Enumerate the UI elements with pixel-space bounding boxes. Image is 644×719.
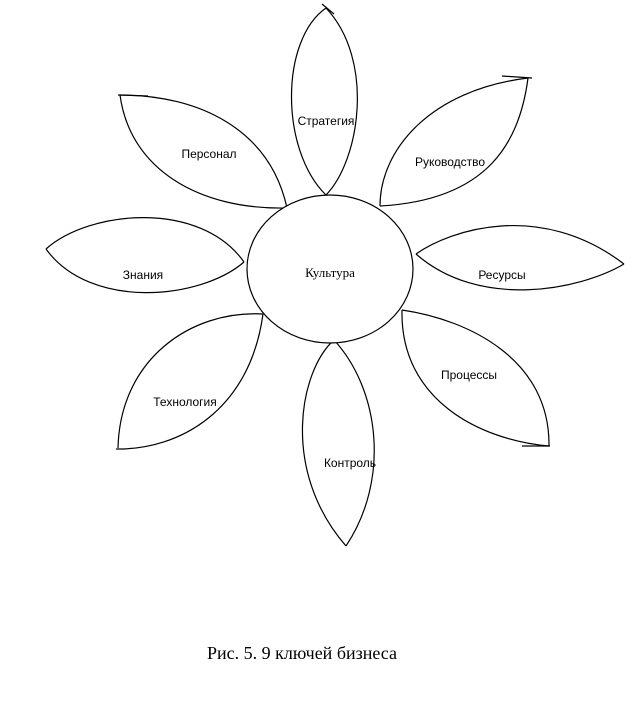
petal-label-control: Контроль [324, 456, 376, 470]
petal-label-technology: Технология [153, 395, 217, 409]
petal-label-personnel: Персонал [181, 147, 236, 161]
center-label: Культура [305, 265, 355, 280]
petal-resources: Ресурсы [415, 225, 625, 291]
petal-label-resources: Ресурсы [478, 268, 525, 282]
petal-personnel: Персонал [117, 94, 288, 209]
petal-label-leadership: Руководство [415, 155, 485, 169]
petal-label-knowledge: Знания [123, 268, 163, 282]
petal-technology: Технология [115, 313, 264, 450]
center-circle: Культура [246, 194, 414, 344]
petal-strategy: Стратегия [290, 3, 358, 196]
figure-caption: Рис. 5. 9 ключей бизнеса [207, 643, 397, 663]
petal-label-processes: Процессы [441, 368, 497, 382]
petal-leadership: Руководство [379, 75, 533, 207]
petal-processes: Процессы [401, 309, 550, 447]
petal-knowledge: Знания [45, 217, 245, 294]
petal-control: Контроль [301, 339, 376, 547]
petal-label-strategy: Стратегия [298, 114, 355, 128]
